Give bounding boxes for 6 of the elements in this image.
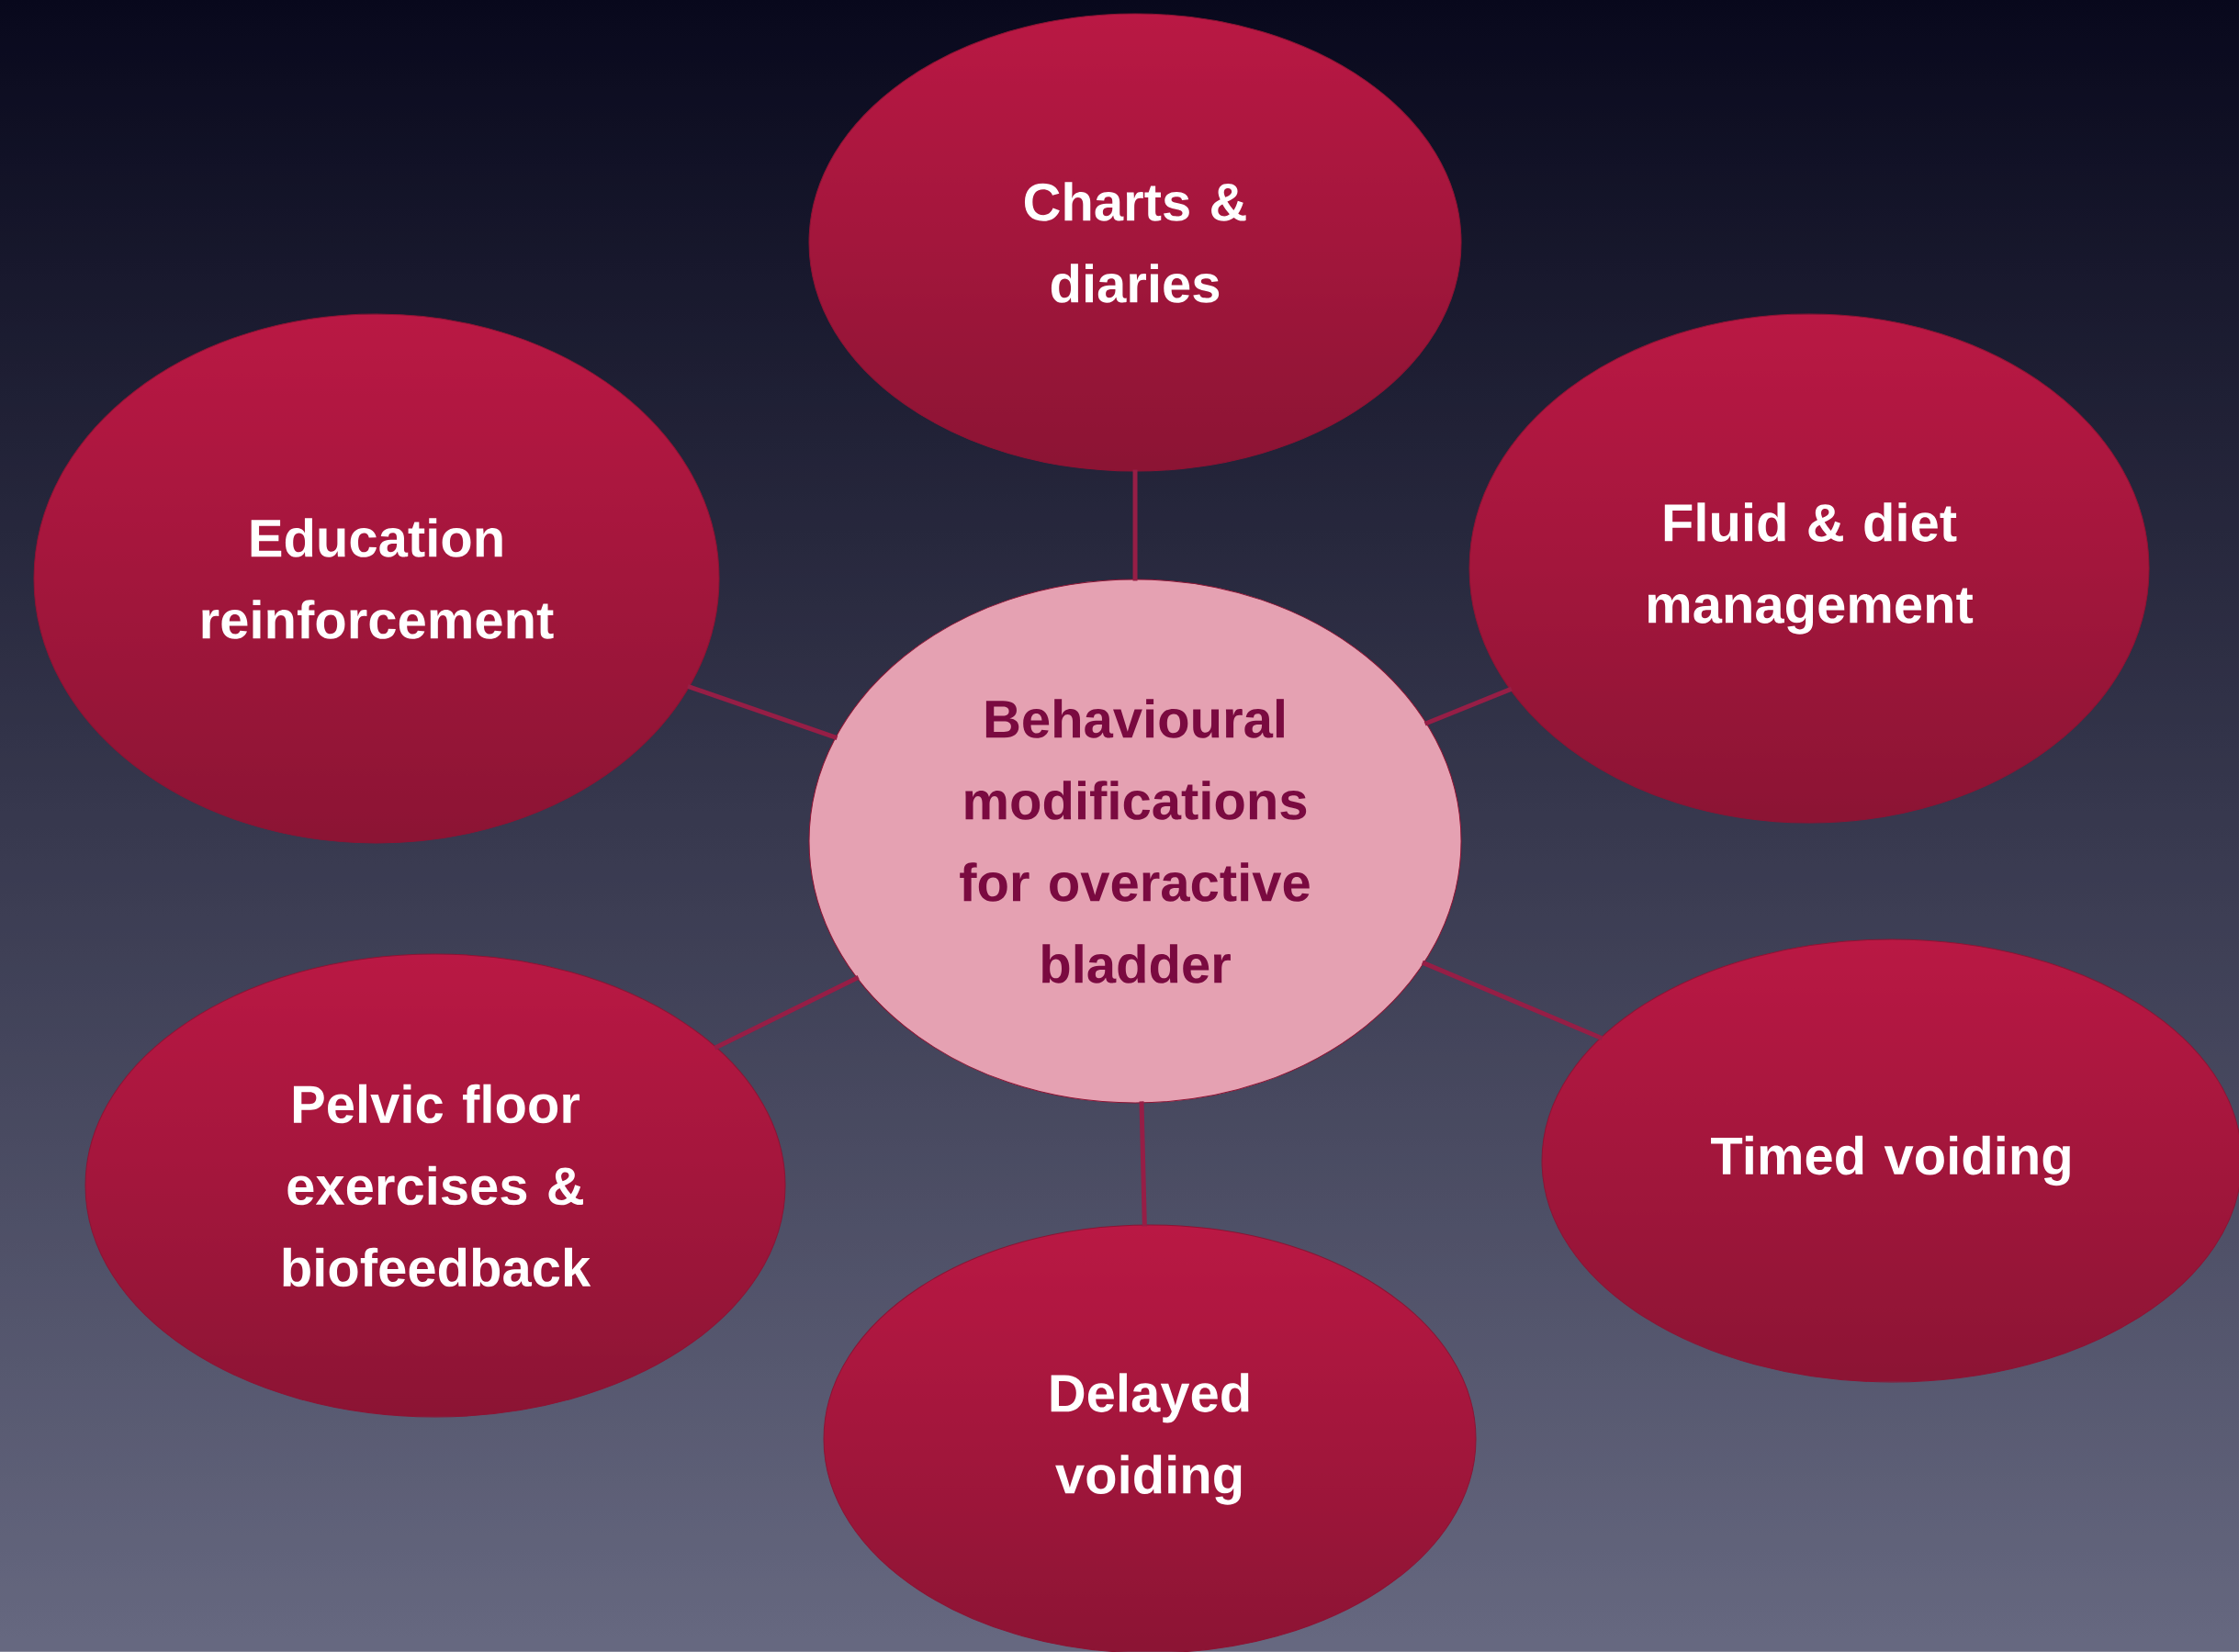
connector-line — [1139, 1101, 1147, 1227]
connector-line — [714, 975, 860, 1051]
connector-line — [1132, 469, 1138, 581]
connector-line — [1421, 960, 1603, 1041]
connector-line — [687, 683, 838, 740]
connector-line — [1423, 686, 1513, 726]
